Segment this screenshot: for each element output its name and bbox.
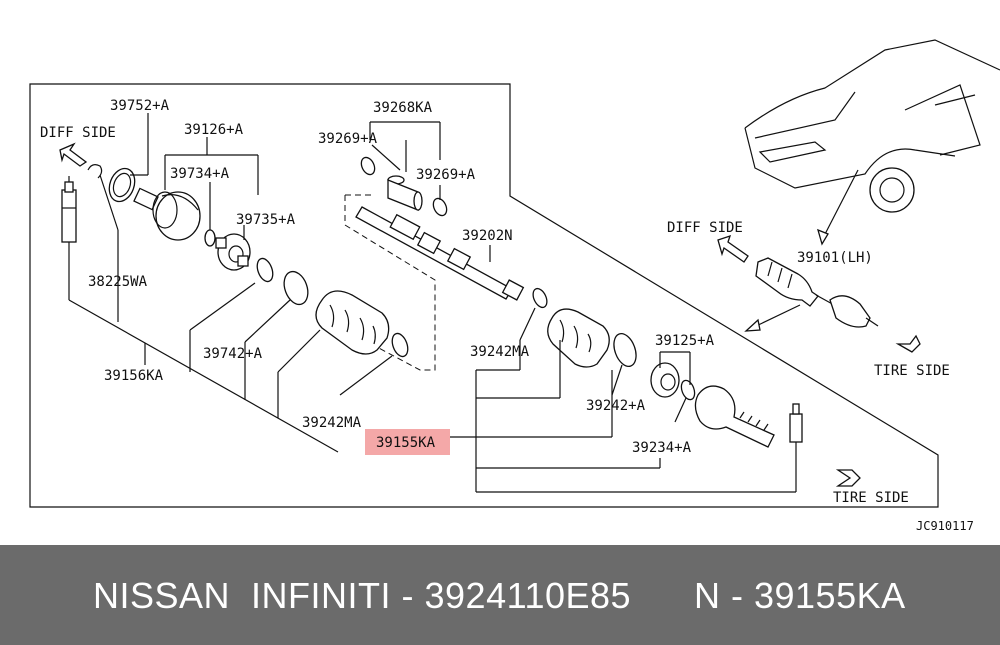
band-39269-right — [432, 197, 448, 217]
label-39242ma-mid: 39242MA — [470, 344, 530, 360]
damper-right — [789, 403, 803, 443]
boot-band-left — [283, 270, 309, 306]
label-39202: 39202N — [462, 228, 513, 244]
boot-left — [315, 290, 390, 355]
dashed-group-outline — [344, 195, 436, 371]
tire-side-arrow-right — [895, 334, 921, 353]
parts-diagram: DIFF SIDE — [29, 39, 1000, 533]
label-ref-code: JC910117 — [916, 519, 974, 533]
damper-38225 — [61, 176, 77, 243]
snap-ring-part — [87, 164, 103, 179]
diagram-frame — [29, 83, 939, 508]
leader-lines — [68, 113, 797, 493]
label-39242: 39242+A — [586, 398, 646, 414]
drive-shaft-assembly-39101 — [755, 257, 879, 328]
label-39269-left: 39269+A — [318, 131, 378, 147]
boot-band-left-small — [391, 332, 409, 358]
diff-side-arrow-right — [717, 234, 749, 263]
label-39101: 39101(LH) — [797, 250, 873, 266]
joint-housing-39126 — [133, 187, 201, 241]
label-diff-side-left: DIFF SIDE — [40, 125, 116, 141]
label-39125: 39125+A — [655, 333, 715, 349]
tire-side-arrow-bottom — [835, 469, 861, 487]
circlip-39752 — [108, 167, 136, 203]
footer-bar: NISSAN INFINITI - 3924110E85 N - 39155KA — [0, 545, 1000, 645]
label-39155: 39155KA — [376, 435, 436, 451]
tripod-39735 — [215, 233, 251, 271]
snap-ring-39734 — [204, 229, 216, 247]
footer-brand-text: NISSAN INFINITI - 3924110E85 — [93, 575, 632, 616]
band-39269-left — [360, 156, 376, 176]
boot-right — [547, 308, 610, 368]
ball-joint-39125 — [650, 362, 680, 398]
ring-39234 — [680, 379, 696, 401]
label-39126: 39126+A — [184, 122, 244, 138]
label-39268: 39268KA — [373, 100, 433, 116]
vehicle-outline — [744, 39, 1000, 213]
label-39742: 39742+A — [203, 346, 263, 362]
outer-joint-housing — [694, 385, 775, 448]
dynamic-damper-39268 — [387, 175, 423, 211]
footer-part-number: N - 39155KA — [694, 575, 906, 616]
highlight-39155 — [365, 429, 450, 455]
diff-side-arrow-left — [59, 142, 88, 167]
band-39242ma-mid — [532, 287, 548, 309]
label-diff-side-right: DIFF SIDE — [667, 220, 743, 236]
label-39752: 39752+A — [110, 98, 170, 114]
label-tire-side-right: TIRE SIDE — [874, 363, 950, 379]
boot-band-right — [613, 333, 637, 367]
label-38225: 38225WA — [88, 274, 148, 290]
label-39269-right: 39269+A — [416, 167, 476, 183]
label-39242ma-left: 39242MA — [302, 415, 362, 431]
label-tire-side-bottom: TIRE SIDE — [833, 490, 909, 506]
drive-shaft-39202 — [355, 206, 525, 301]
label-39156: 39156KA — [104, 368, 164, 384]
label-39734: 39734+A — [170, 166, 230, 182]
label-39234: 39234+A — [632, 440, 692, 456]
pointer-arrow-assembly — [751, 304, 801, 329]
pointer-arrow-car — [821, 169, 859, 241]
snap-ring-39742 — [256, 257, 274, 283]
label-39735: 39735+A — [236, 212, 296, 228]
